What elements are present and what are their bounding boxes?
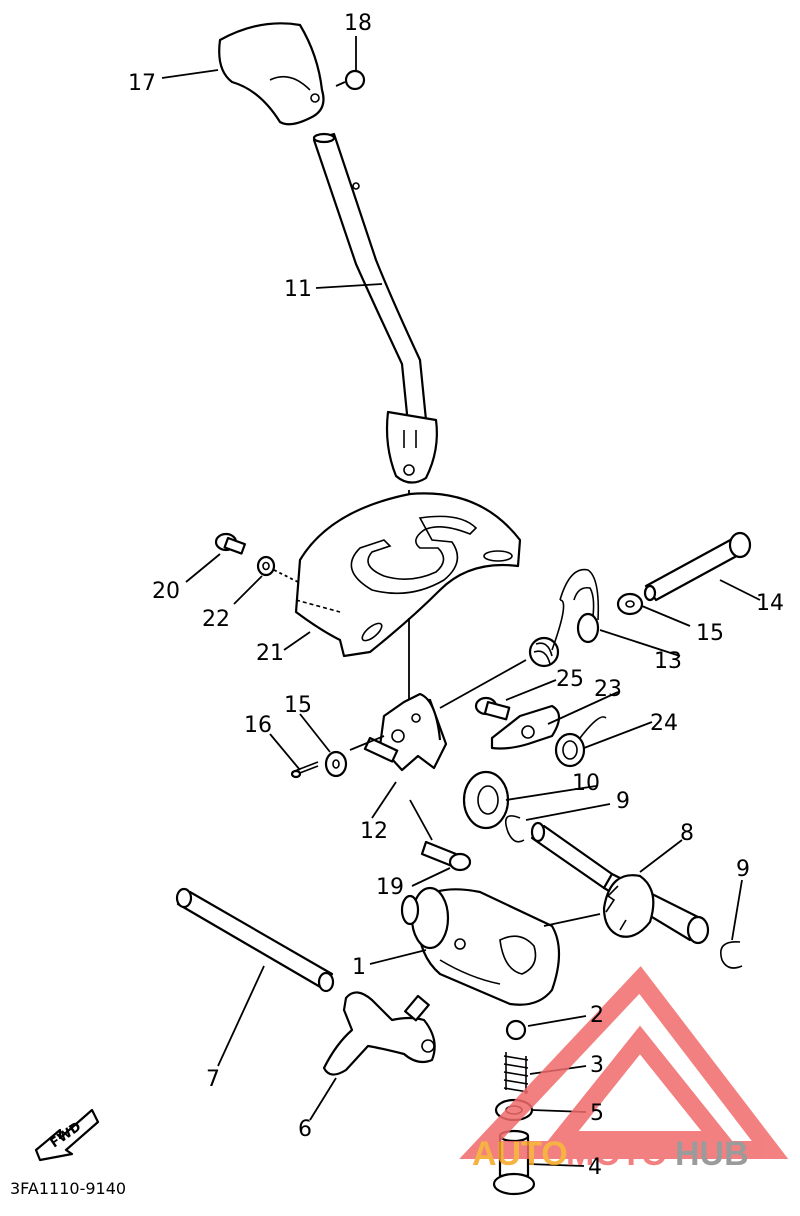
watermark-hub: HUB	[675, 1135, 749, 1173]
label-20: 20	[152, 579, 180, 604]
shift-lever	[312, 132, 438, 484]
watermark-triangle	[459, 966, 789, 1159]
label-24: 24	[650, 711, 678, 736]
label-19: 19	[376, 875, 404, 900]
label-14: 14	[756, 591, 784, 616]
label-22: 22	[202, 607, 230, 632]
label-4: 4	[588, 1155, 602, 1180]
lever-pin	[643, 531, 752, 602]
label-13: 13	[654, 649, 682, 674]
label-25: 25	[556, 667, 584, 692]
label-9-lower: 9	[736, 857, 750, 882]
label-8: 8	[680, 821, 694, 846]
label-23: 23	[594, 677, 622, 702]
label-21: 21	[256, 641, 284, 666]
label-3: 3	[590, 1053, 604, 1078]
stopper-arm	[490, 704, 561, 750]
label-2: 2	[590, 1003, 604, 1028]
arm-bolt	[474, 696, 511, 721]
circlip-upper	[504, 815, 525, 843]
label-16: 16	[244, 713, 272, 738]
label-12: 12	[360, 819, 388, 844]
label-18: 18	[344, 11, 372, 36]
label-6: 6	[298, 1117, 312, 1142]
fork-shaft	[175, 887, 335, 993]
part-labels: 17 18 11 20 22 21 14 15 13 25 23 24 16 1…	[128, 11, 784, 1180]
watermark-moto: MOTO	[566, 1135, 667, 1173]
fwd-arrow: FWD	[34, 1108, 100, 1162]
watermark-logo: AUTO MOTO HUB	[459, 966, 789, 1173]
label-15-right: 15	[696, 621, 724, 646]
return-spring	[528, 568, 600, 668]
shift-shaft	[530, 821, 710, 945]
circlip-lower	[720, 941, 743, 969]
label-15-left: 15	[284, 693, 312, 718]
gate-washer	[256, 555, 276, 577]
label-9-upper: 9	[616, 789, 630, 814]
gate-bolt	[214, 532, 247, 555]
torsion-spring	[554, 716, 607, 768]
label-11: 11	[284, 277, 312, 302]
bracket-bolt	[420, 840, 472, 872]
shift-knob	[218, 22, 325, 126]
oil-seal	[462, 770, 510, 830]
leader-lines	[161, 36, 761, 1167]
shift-gate-plate	[294, 492, 522, 658]
shift-drum	[400, 886, 561, 1006]
pin-washer	[616, 592, 644, 616]
detent-spring	[503, 1052, 529, 1094]
diagram-code: 3FA1110-9140	[10, 1179, 126, 1198]
label-10: 10	[572, 771, 600, 796]
cotter-pin	[290, 761, 319, 779]
label-17: 17	[128, 71, 156, 96]
watermark-auto: AUTO	[472, 1135, 568, 1173]
knob-screw	[335, 69, 366, 91]
detent-ball	[505, 1019, 527, 1041]
shift-fork	[322, 991, 436, 1076]
label-1: 1	[352, 955, 366, 980]
lever-washer-left	[324, 750, 348, 778]
label-5: 5	[590, 1101, 604, 1126]
lever-bracket	[363, 692, 448, 772]
label-7: 7	[206, 1067, 220, 1092]
